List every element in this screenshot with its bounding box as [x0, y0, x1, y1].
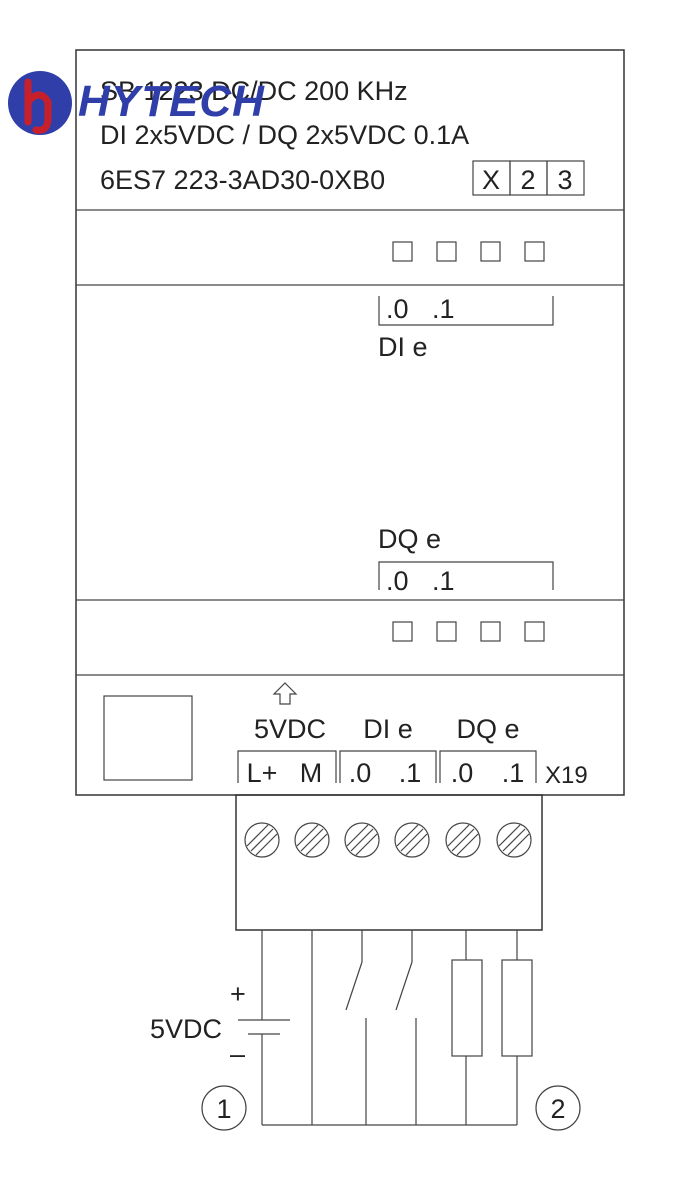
terminal-group-5vdc: 5VDC	[254, 714, 326, 744]
screw-icon	[294, 822, 330, 858]
dq-label: DQ e	[378, 524, 441, 554]
di-address-1: .1	[432, 294, 455, 324]
version-boxes: X 2 3	[472, 160, 585, 196]
dq-address-0: .0	[386, 566, 409, 596]
terminal-block	[235, 794, 543, 931]
terminal-group-di: DI e	[363, 714, 413, 744]
dq-address-1: .1	[432, 566, 455, 596]
screw-icon	[244, 822, 280, 858]
supply-voltage-label: 5VDC	[150, 1014, 222, 1044]
callout-1: 1	[201, 1085, 247, 1131]
supply-plus-sign: +	[230, 979, 246, 1009]
led-indicator	[436, 621, 457, 642]
led-indicator	[524, 241, 545, 262]
supply-minus-sign: –	[230, 1039, 245, 1069]
external-wiring	[238, 930, 533, 1126]
led-indicator	[392, 621, 413, 642]
logo-wordmark: HYTECH	[78, 77, 265, 126]
module-spec: DI 2x5VDC / DQ 2x5VDC 0.1A	[100, 120, 469, 150]
connector-id: X19	[545, 762, 588, 789]
up-arrow-icon	[272, 682, 298, 705]
terminal-pin-lplus: L+	[247, 758, 278, 788]
di-address-0: .0	[386, 294, 409, 324]
hytech-logo: HYTECH	[8, 71, 265, 135]
terminal-pin-di1: .1	[399, 758, 422, 788]
callout-1-number: 1	[216, 1094, 231, 1124]
dq-status-leds	[392, 621, 545, 642]
terminal-pin-dq0: .0	[451, 758, 474, 788]
screw-icon	[394, 822, 430, 858]
callout-2: 2	[535, 1085, 581, 1131]
module-housing	[75, 49, 625, 796]
led-indicator	[480, 621, 501, 642]
di-label: DI e	[378, 332, 428, 362]
order-number: 6ES7 223-3AD30-0XB0	[100, 165, 385, 195]
module-title: SB 1223 DC/DC 200 KHz	[100, 76, 408, 106]
led-indicator	[480, 241, 501, 262]
terminal-pin-dq1: .1	[502, 758, 525, 788]
version-box-2: 2	[520, 165, 535, 195]
version-box-3: 3	[557, 165, 572, 195]
screw-icon	[445, 822, 481, 858]
di-status-leds	[392, 241, 545, 262]
led-indicator	[524, 621, 545, 642]
screw-icon	[344, 822, 380, 858]
version-box-x: X	[482, 165, 500, 195]
terminal-screws	[244, 822, 532, 858]
led-indicator	[436, 241, 457, 262]
screw-icon	[496, 822, 532, 858]
terminal-pin-di0: .0	[349, 758, 372, 788]
callout-2-number: 2	[550, 1094, 565, 1124]
terminal-pin-m: M	[300, 758, 323, 788]
terminal-group-dq: DQ e	[456, 714, 519, 744]
led-indicator	[392, 241, 413, 262]
label-window	[103, 695, 193, 781]
